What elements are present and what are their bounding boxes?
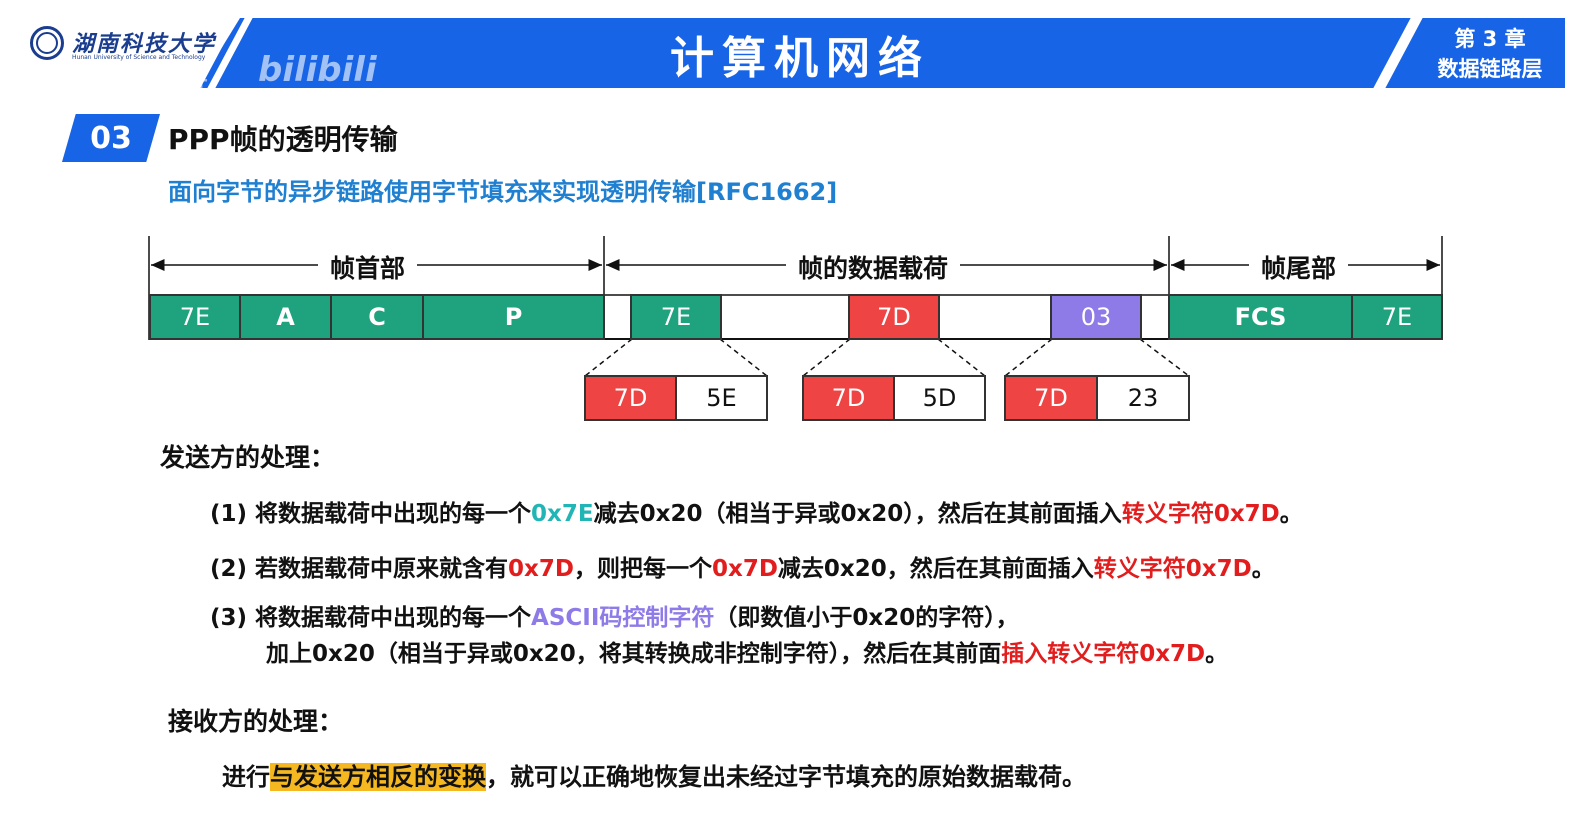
escaped-value-3: 23 (1096, 375, 1190, 421)
rule-text: (3) 将数据载荷中出现的每一个 (210, 605, 532, 631)
frame-trailer-label: 帧尾部 (1249, 249, 1349, 285)
frame-flag-end: 7E (1351, 294, 1443, 340)
rule-text: 。 (1205, 641, 1229, 667)
frame-flag-start: 7E (149, 294, 241, 340)
university-name: 湖南科技大学 (72, 31, 217, 57)
rule-text: (1) 将数据载荷中出现的每一个 (210, 501, 532, 527)
escape-char-1: 7D (584, 375, 677, 421)
highlight-escape-char: 插入转义字符0x7D (1001, 641, 1206, 667)
escape-char-2: 7D (802, 375, 895, 421)
receiver-rule: 进行与发送方相反的变换，就可以正确地恢复出未经过字节填充的原始数据载荷。 (222, 757, 1086, 792)
chapter-name: 数据链路层 (1437, 57, 1543, 81)
rule-text: 。 (1251, 556, 1275, 582)
sender-heading: 发送方的处理： (160, 443, 336, 472)
rule-text: ，就可以正确地恢复出未经过字节填充的原始数据载荷。 (486, 763, 1086, 791)
rule-text: ，则把每一个 (573, 556, 712, 582)
rule-text: 加上0x20（相当于异或0x20，将其转换成非控制字符），然后在其前面 (266, 641, 1002, 667)
payload-byte-7d: 7D (848, 294, 940, 340)
rule-text: （即数值小于0x20的字符）， (714, 605, 1019, 631)
section-number-badge: 03 (62, 114, 160, 162)
frame-payload-label: 帧的数据载荷 (786, 249, 961, 285)
university-name-en: Hunan University of Science and Technolo… (72, 54, 206, 61)
header-bar (25, 18, 1565, 88)
frame-header-label: 帧首部 (318, 249, 418, 285)
frame-protocol-field: P (422, 294, 605, 340)
sender-rule-1: (1) 将数据载荷中出现的每一个0x7E减去0x20（相当于异或0x20），然后… (210, 494, 1303, 528)
rule-text: 。 (1279, 501, 1303, 527)
bilibili-logo: bilibili (258, 50, 377, 90)
highlight-7e: 0x7E (531, 501, 594, 527)
highlight-reverse-transform: 与发送方相反的变换 (270, 763, 486, 791)
page-title: 计算机网络 (670, 33, 930, 84)
sender-rule-2: (2) 若数据载荷中原来就含有0x7D，则把每一个0x7D减去0x20，然后在其… (210, 549, 1275, 583)
highlight-ascii-control: ASCII码控制字符 (531, 605, 715, 631)
rule-text: (2) 若数据载荷中原来就含有 (210, 556, 509, 582)
escaped-value-1: 5E (675, 375, 768, 421)
escaped-value-2: 5D (893, 375, 986, 421)
rule-text: 减去0x20，然后在其前面插入 (777, 556, 1094, 582)
payload-byte-03: 03 (1050, 294, 1142, 340)
rule-text: 减去0x20（相当于异或0x20），然后在其前面插入 (593, 501, 1122, 527)
sender-rule-3: (3) 将数据载荷中出现的每一个ASCII码控制字符（即数值小于0x20的字符）… (210, 598, 1019, 632)
highlight-7d: 0x7D (508, 556, 574, 582)
section-title: PPP帧的透明传输 (168, 123, 398, 156)
frame-address-field: A (239, 294, 332, 340)
highlight-escape-char: 转义字符0x7D (1093, 556, 1252, 582)
highlight-escape-char: 转义字符0x7D (1121, 501, 1280, 527)
receiver-heading: 接收方的处理： (168, 707, 344, 736)
university-seal-icon (30, 26, 64, 60)
payload-byte-7e: 7E (630, 294, 722, 340)
rule-text: 进行 (222, 763, 270, 791)
chapter-label: 第 3 章 数据链路层 (1400, 24, 1574, 84)
escape-char-3: 7D (1004, 375, 1098, 421)
frame-fcs-field: FCS (1168, 294, 1353, 340)
highlight-7d: 0x7D (711, 556, 778, 582)
watermark-text: 湖科大教书匠 (60, 68, 210, 96)
sender-rule-3-line2: 加上0x20（相当于异或0x20，将其转换成非控制字符），然后在其前面插入转义字… (266, 634, 1228, 668)
frame-control-field: C (330, 294, 424, 340)
chapter-number: 第 3 章 (1454, 27, 1526, 51)
section-subtitle: 面向字节的异步链路使用字节填充来实现透明传输[RFC1662] (168, 178, 838, 206)
